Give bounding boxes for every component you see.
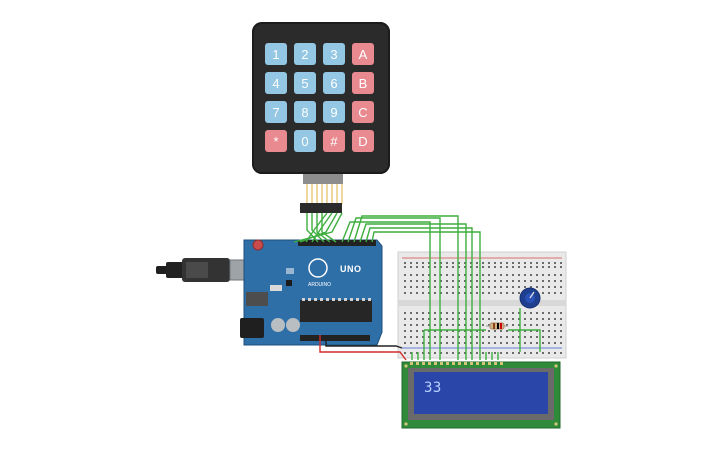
keypad-key-1[interactable]: 1 bbox=[265, 43, 287, 65]
lcd-display-text: 33 bbox=[424, 380, 442, 396]
keypad-key-A[interactable]: A bbox=[352, 43, 374, 65]
power-wires[interactable] bbox=[319, 335, 407, 361]
arduino-model-label: UNO bbox=[340, 264, 362, 274]
keypad-key-hash[interactable]: # bbox=[323, 130, 345, 152]
keypad-key-star[interactable]: * bbox=[265, 130, 287, 152]
keypad-key-B[interactable]: B bbox=[352, 72, 374, 94]
breadboard[interactable] bbox=[397, 251, 567, 359]
keypad-key-6[interactable]: 6 bbox=[323, 72, 345, 94]
keypad-key-0[interactable]: 0 bbox=[294, 130, 316, 152]
usb-cable[interactable] bbox=[156, 258, 251, 282]
resistor[interactable] bbox=[486, 322, 508, 330]
keypad-key-7[interactable]: 7 bbox=[265, 101, 287, 123]
keypad-key-5[interactable]: 5 bbox=[294, 72, 316, 94]
keypad-key-2[interactable]: 2 bbox=[294, 43, 316, 65]
potentiometer[interactable] bbox=[519, 287, 541, 309]
arduino-uno-board[interactable]: ARDUINO bbox=[240, 239, 383, 346]
keypad-key-4[interactable]: 4 bbox=[265, 72, 287, 94]
keypad-key-C[interactable]: C bbox=[352, 101, 374, 123]
keypad-key-9[interactable]: 9 bbox=[323, 101, 345, 123]
keypad-key-8[interactable]: 8 bbox=[294, 101, 316, 123]
svg-text:ARDUINO: ARDUINO bbox=[308, 282, 331, 288]
keypad-key-D[interactable]: D bbox=[352, 130, 374, 152]
keypad-key-3[interactable]: 3 bbox=[323, 43, 345, 65]
keypad-connector bbox=[300, 174, 343, 213]
lcd-16x2-module[interactable] bbox=[401, 361, 561, 429]
green-wires[interactable] bbox=[293, 212, 541, 360]
